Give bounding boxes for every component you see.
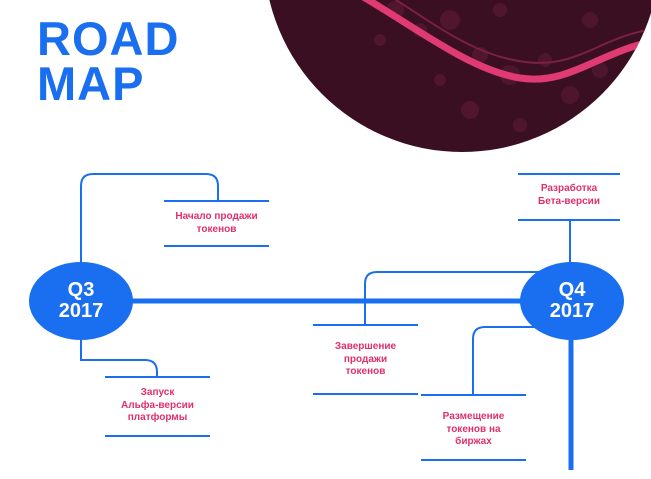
milestone-quarter: Q4 <box>558 279 586 301</box>
milestone-quarter: Q3 <box>67 279 95 301</box>
event-token-sale-end: Завершение продажи токенов <box>313 341 418 379</box>
event-line: Разработка <box>540 183 598 194</box>
milestone-q4-2017: Q4 2017 <box>520 262 624 340</box>
event-line: Бета-версии <box>538 195 600 207</box>
event-line: Начало продажи <box>175 211 258 222</box>
event-exchange-listing: Размещение токенов на биржах <box>421 411 526 449</box>
event-line: токенов <box>345 366 386 377</box>
event-token-sale-start: Начало продажи токенов <box>164 211 269 236</box>
title-line-1: ROAD <box>37 12 180 65</box>
event-line: биржах <box>455 436 492 447</box>
milestone-year: 2017 <box>549 300 595 322</box>
milestone-q3-2017: Q3 2017 <box>29 262 133 340</box>
event-line: Размещение <box>442 411 505 422</box>
milestone-year: 2017 <box>58 300 104 322</box>
page-title: ROAD MAP <box>37 12 180 110</box>
event-line: продажи <box>343 353 388 365</box>
event-line: Завершение <box>334 341 397 352</box>
event-alpha-launch: Запуск Альфа-версии платформы <box>105 387 210 425</box>
title-line-2: MAP <box>37 57 145 110</box>
event-line: платформы <box>127 412 188 423</box>
event-beta-development: Разработка Бета-версии <box>518 183 620 208</box>
event-line: токенов на <box>446 423 501 435</box>
event-line: Запуск <box>140 387 175 398</box>
event-line: Альфа-версии <box>121 399 194 411</box>
event-line: токенов <box>196 223 237 235</box>
